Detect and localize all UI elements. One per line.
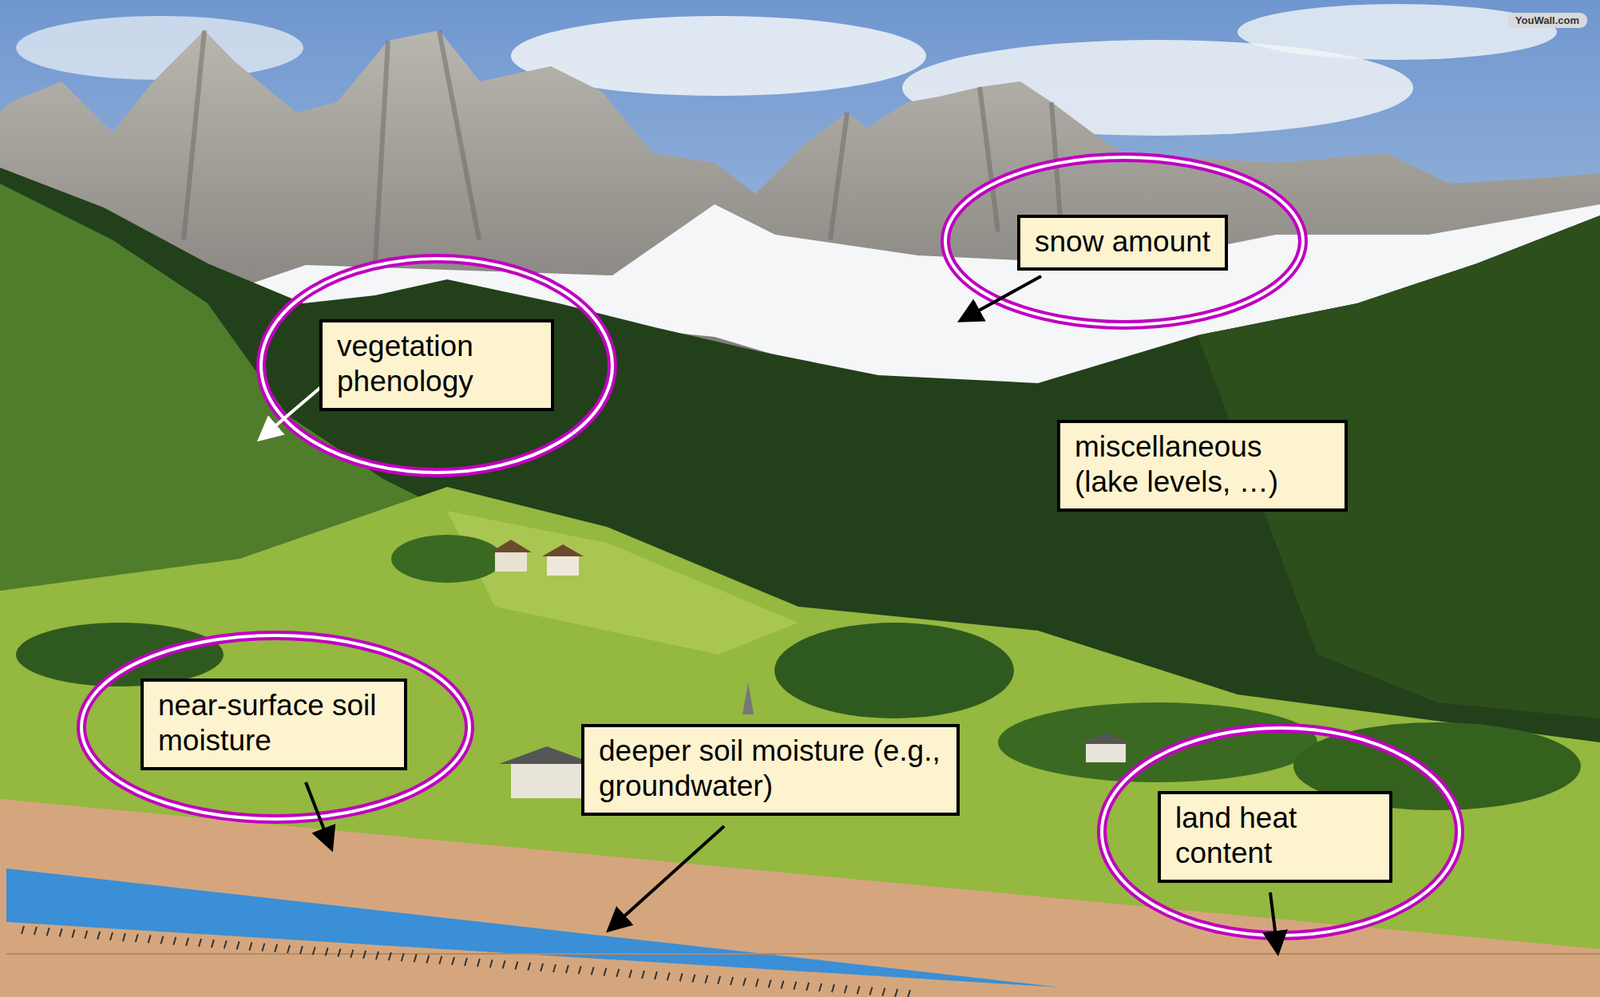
leader-arrows-part xyxy=(261,382,327,438)
highlight-ellipses-part xyxy=(1101,728,1460,936)
highlight-ellipses-part xyxy=(81,635,470,820)
meadow-part xyxy=(774,622,1014,719)
highlight-ellipses xyxy=(81,157,1460,936)
callout-box: miscellaneous (lake levels, …) xyxy=(1057,419,1348,512)
meadow-part xyxy=(447,510,799,655)
leader-arrows-part xyxy=(1270,892,1278,951)
callout-text: snow amount xyxy=(1034,224,1211,260)
callout-box: deeper soil moisture (e.g., groundwater) xyxy=(581,724,960,816)
sky-part xyxy=(1237,3,1557,60)
callout-box: land heat content xyxy=(1157,791,1393,884)
callout-text: vegetation phenology xyxy=(336,328,537,400)
houses-part xyxy=(742,682,754,715)
callout-text: deeper soil moisture (e.g., groundwater) xyxy=(598,733,943,805)
houses-part xyxy=(1079,732,1133,745)
houses-part xyxy=(546,554,579,576)
leader-arrows-part xyxy=(962,276,1042,320)
leader-arrows-part xyxy=(305,782,331,847)
soil-section-part xyxy=(21,926,911,997)
meadow xyxy=(0,487,1600,997)
callout-box: near-surface soil moisture xyxy=(140,678,408,771)
houses-part xyxy=(499,746,595,765)
highlight-ellipses-part xyxy=(1101,728,1460,936)
soil-section-part xyxy=(6,953,1600,955)
sky-part xyxy=(15,15,304,80)
highlight-ellipses-part xyxy=(261,258,613,473)
houses-part xyxy=(1085,742,1126,763)
callout-box: vegetation phenology xyxy=(319,319,555,412)
leader-arrows-part xyxy=(610,826,725,929)
houses-part xyxy=(510,762,583,799)
callout-text: near-surface soil moisture xyxy=(158,688,390,760)
soil-section-part xyxy=(6,868,1062,988)
highlight-ellipses-part xyxy=(945,157,1303,325)
leader-arrows xyxy=(261,276,1278,951)
highlight-ellipses-part xyxy=(261,258,613,473)
houses-part xyxy=(542,544,584,557)
houses-part xyxy=(495,550,527,572)
watermark: YouWall.com xyxy=(1507,12,1588,28)
callout-text: land heat content xyxy=(1175,800,1375,872)
mountains-part xyxy=(183,30,1062,264)
callout-text: miscellaneous (lake levels, …) xyxy=(1074,429,1331,501)
meadow-part xyxy=(0,487,1600,997)
highlight-ellipses-part xyxy=(945,157,1303,325)
meadow-part xyxy=(391,534,503,583)
houses-part xyxy=(490,539,532,553)
meadow-part xyxy=(998,702,1318,783)
callout-box: snow amount xyxy=(1017,214,1228,271)
highlight-ellipses-part xyxy=(81,635,470,820)
